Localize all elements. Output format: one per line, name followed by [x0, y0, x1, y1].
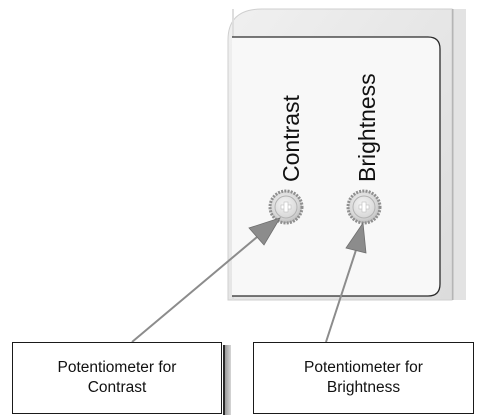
contrast-callout-line1: Potentiometer for: [57, 359, 177, 376]
brightness-callout-line1: Potentiometer for: [304, 359, 423, 376]
brightness-callout-box: Potentiometer for Brightness: [253, 342, 474, 414]
brightness-screw-slot-icon: [358, 201, 370, 213]
callout-shadow: [223, 345, 231, 415]
contrast-callout-line2: Contrast: [87, 379, 147, 396]
control-panel-face: [232, 36, 441, 297]
contrast-screw-slot-icon: [280, 201, 292, 213]
contrast-callout-box: Potentiometer for Contrast: [12, 342, 222, 414]
contrast-label: Contrast: [278, 94, 304, 182]
brightness-potentiometer-knob[interactable]: [346, 189, 382, 225]
brightness-arrow: [325, 221, 367, 343]
brightness-label: Brightness: [354, 73, 380, 182]
brightness-callout-line2: Brightness: [326, 379, 401, 396]
contrast-arrow: [131, 217, 281, 343]
contrast-potentiometer-knob[interactable]: [268, 189, 304, 225]
